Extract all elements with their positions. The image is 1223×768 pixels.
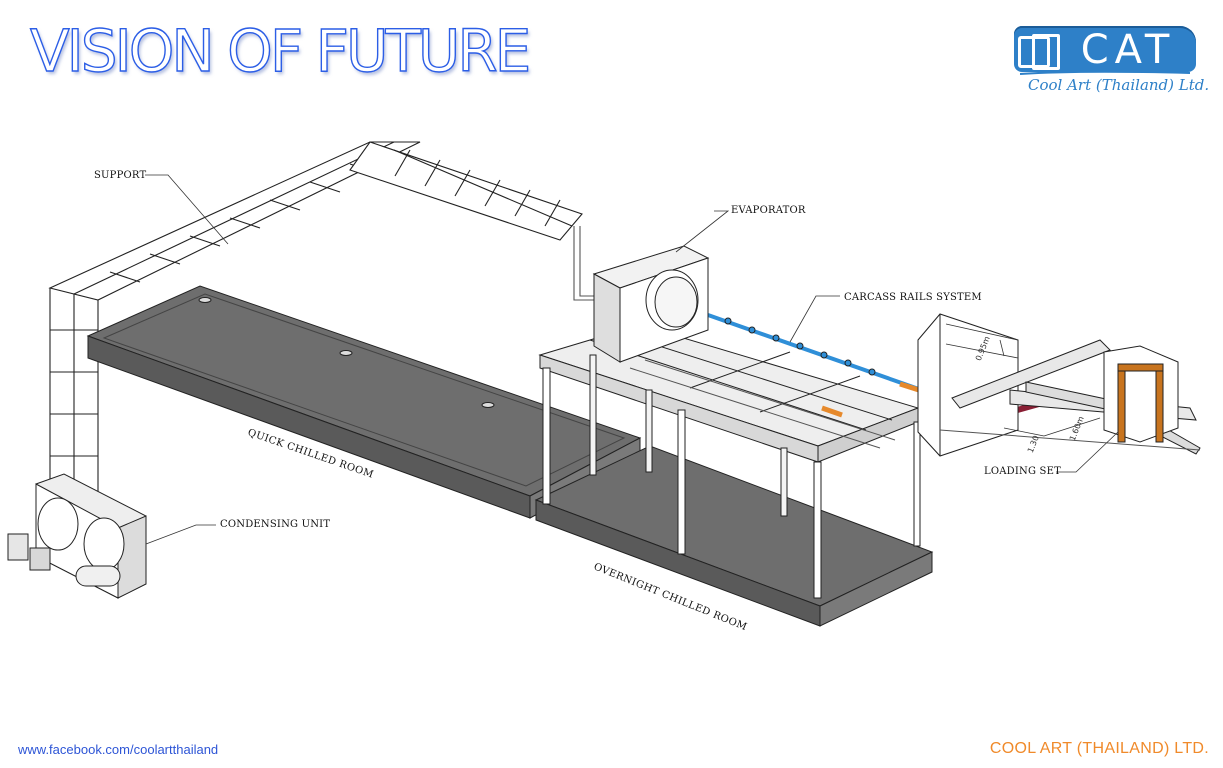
dimension-lines: [945, 323, 1101, 437]
callout-carcass-rails: CARCASS RAILS SYSTEM: [844, 292, 982, 303]
logo-company-name: Cool Art (Thailand) Ltd.: [1028, 76, 1210, 94]
condensing-unit: [7, 473, 147, 599]
facebook-link[interactable]: www.facebook.com/coolartthailand: [18, 742, 219, 757]
support-structure: [48, 141, 596, 501]
logo-swoosh-icon: [1020, 70, 1190, 75]
page-title: VISION OF FUTURE: [29, 17, 532, 85]
callout-support: SUPPORT: [94, 170, 147, 181]
logo-mark: CAT: [1014, 26, 1196, 72]
callout-condensing-unit: CONDENSING UNIT: [220, 519, 331, 530]
logo-door-icon: [1032, 34, 1060, 70]
leader-lines: [145, 174, 1119, 545]
evaporator-unit: [592, 245, 710, 363]
callout-loading-set: LOADING SET: [984, 466, 1061, 477]
quick-chilled-room-slab: [86, 285, 642, 519]
callout-evaporator: EVAPORATOR: [731, 205, 806, 216]
loading-set: [917, 313, 1201, 457]
overnight-chilled-room-slab: [534, 445, 934, 627]
company-logo: CAT Cool Art (Thailand) Ltd.: [1014, 24, 1210, 102]
footer-company-name: COOL ART (THAILAND) LTD.: [989, 740, 1209, 757]
logo-wordmark: CAT: [1080, 27, 1176, 73]
